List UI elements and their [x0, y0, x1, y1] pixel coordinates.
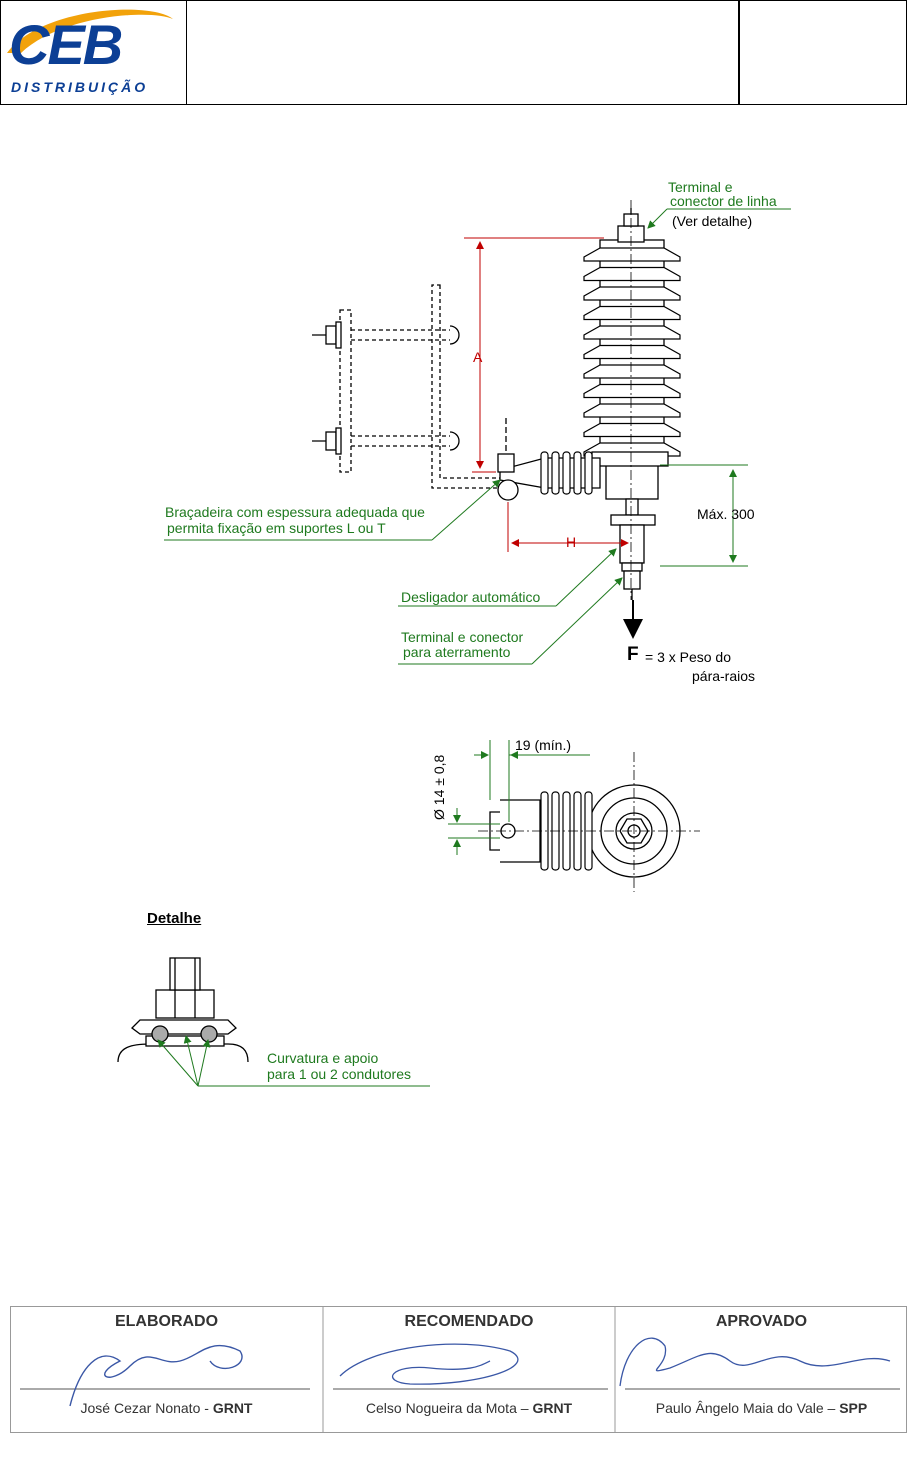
force-symbol: F — [627, 644, 639, 665]
insulator-shed — [583, 286, 681, 301]
elaborado-heading: ELABORADO — [114, 1313, 219, 1330]
force-text-1: = 3 x Peso do — [645, 649, 732, 665]
col-recomendado: RECOMENDADO Celso Nogueira da Mota – GRN… — [323, 1306, 615, 1434]
label-curvatura-2: para 1 ou 2 condutores — [267, 1066, 411, 1082]
label-bracadeira-1: Braçadeira com espessura adequada que — [165, 504, 425, 520]
plan-dims — [448, 740, 590, 855]
support-bracket — [339, 284, 501, 489]
plan-view — [489, 784, 681, 878]
header-title-cell — [186, 1, 740, 104]
insulator-shed — [583, 403, 681, 418]
label-bracadeira-2: permita fixação em suportes L ou T — [167, 520, 386, 536]
col-elaborado: ELABORADO José Cezar Nonato - GRNT — [10, 1306, 323, 1434]
col-aprovado: APROVADO Paulo Ângelo Maia do Vale – SPP — [615, 1306, 908, 1434]
dim-a-lines — [464, 237, 604, 473]
label-desligador: Desligador automático — [401, 589, 541, 605]
insulator-shed — [583, 364, 681, 379]
logo-swoosh-icon — [7, 9, 173, 53]
signature-recomendado — [339, 1343, 519, 1385]
arrester-drawing — [117, 200, 791, 1087]
logo-main: CEB — [9, 13, 123, 76]
dim-h-lines — [507, 502, 629, 552]
label-terminal-linha-1: Terminal e — [668, 179, 733, 195]
document-header: CEB DISTRIBUIÇÃO — [0, 0, 907, 105]
recomendado-name: Celso Nogueira da Mota – — [365, 1400, 533, 1416]
insulator-sheds — [583, 247, 681, 457]
detail-view — [117, 957, 249, 1063]
signature-aprovado — [619, 1337, 891, 1387]
label-terminal-aterramento-2: para aterramento — [403, 644, 511, 660]
dim-max-lines — [660, 464, 748, 567]
insulator-shed — [583, 266, 681, 282]
insulator-shed — [583, 422, 681, 438]
dim-19-label: 19 (mín.) — [515, 737, 572, 753]
insulator-shed — [583, 325, 681, 340]
elaborado-name-line: José Cezar Nonato - GRNT — [10, 1400, 323, 1416]
dim-h-label: H — [566, 534, 577, 550]
arm-shed — [573, 451, 582, 495]
label-curvatura-1: Curvatura e apoio — [267, 1050, 379, 1066]
aprovado-heading: APROVADO — [715, 1313, 808, 1330]
logo-sub: DISTRIBUIÇÃO — [11, 79, 149, 95]
arm-shed — [584, 451, 593, 495]
disconnector — [610, 498, 656, 600]
dim-a-label: A — [473, 349, 483, 365]
aprovado-name-line: Paulo Ângelo Maia do Vale – SPP — [615, 1400, 908, 1416]
elaborado-name: José Cezar Nonato - — [80, 1400, 213, 1416]
detail-leaders — [157, 1035, 430, 1087]
aprovado-org: SPP — [839, 1400, 868, 1416]
label-terminal-aterramento-1: Terminal e conector — [401, 629, 524, 645]
label-ver-detalhe: (Ver detalhe) — [672, 213, 753, 229]
arm-shed — [562, 451, 571, 495]
recomendado-name-line: Celso Nogueira da Mota – GRNT — [323, 1400, 615, 1416]
dim-diameter-label: Ø 14 ± 0,8 — [431, 754, 447, 820]
arm-sheds — [540, 451, 593, 495]
leader-lines — [164, 208, 791, 665]
insulator-shed — [583, 305, 681, 321]
recomendado-heading: RECOMENDADO — [404, 1313, 534, 1330]
detail-title: Detalhe — [147, 910, 202, 927]
arm-shed — [540, 451, 549, 495]
arm-shed — [551, 451, 560, 495]
label-terminal-linha-2: conector de linha — [670, 193, 777, 209]
plan-sheds — [540, 791, 593, 871]
recomendado-org: GRNT — [532, 1400, 573, 1416]
plan-centerlines — [478, 752, 700, 892]
logo-cell: CEB DISTRIBUIÇÃO — [1, 1, 187, 104]
insulator-shed — [583, 344, 681, 360]
bolts — [312, 321, 460, 455]
insulator-shed — [583, 383, 681, 399]
elaborado-org: GRNT — [212, 1400, 253, 1416]
insulator-shed — [583, 247, 681, 262]
dim-max-label: Máx. 300 — [697, 506, 755, 522]
signature-table: ELABORADO José Cezar Nonato - GRNT RECOM… — [10, 1306, 908, 1434]
signature-grid — [10, 1306, 907, 1433]
aprovado-name: Paulo Ângelo Maia do Vale – — [655, 1400, 840, 1416]
force-text-2: pára-raios — [692, 668, 756, 684]
signature-elaborado — [69, 1344, 243, 1407]
